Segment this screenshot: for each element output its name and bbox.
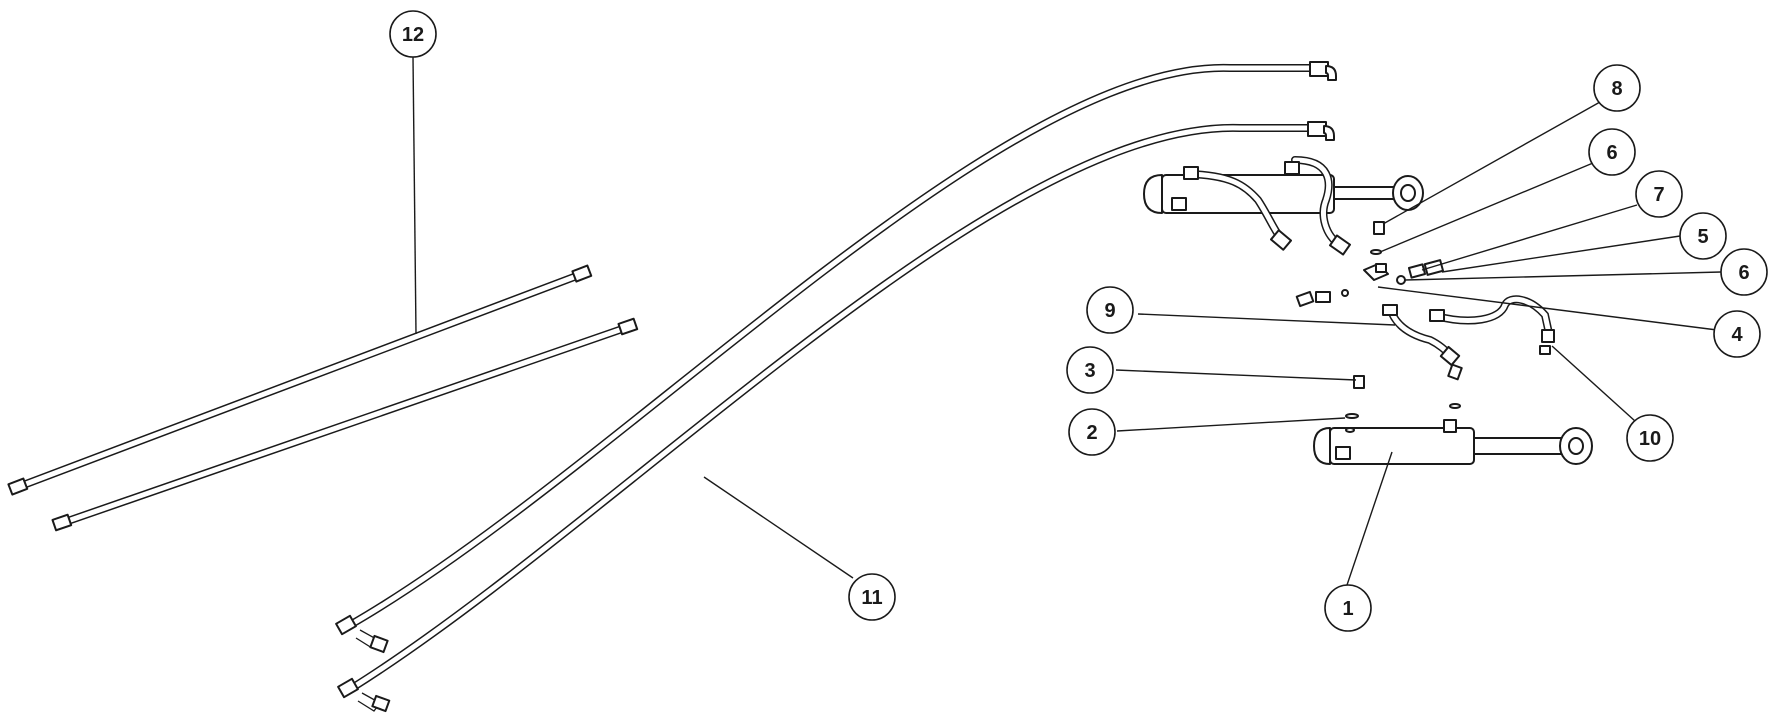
straight-hose-lower: [51, 317, 639, 532]
callout-5-label: 5: [1697, 226, 1708, 248]
callout-6-upper: 6: [1588, 128, 1636, 176]
upper-cylinder-clevis: [1171, 197, 1187, 211]
callout-1: 1: [1324, 584, 1372, 632]
lower-cylinder-barrel: [1329, 427, 1475, 465]
callout-6-lower-label: 6: [1738, 262, 1749, 284]
long-curved-hoses: [335, 61, 1337, 713]
lower-cylinder-end-cap: [1313, 427, 1331, 465]
o-ring-2b: [1345, 427, 1355, 433]
curved-hose-lower: [337, 121, 1335, 713]
callout-7-label: 7: [1653, 184, 1664, 206]
callout-5: 5: [1679, 212, 1727, 260]
callout-12-label: 12: [402, 24, 424, 46]
curved-hose-upper: [335, 61, 1337, 654]
callout-10-label: 10: [1639, 428, 1661, 450]
small-fittings: [1295, 221, 1555, 433]
fitting-3: [1353, 375, 1365, 389]
callout-11: 11: [848, 573, 896, 621]
callout-2: 2: [1068, 408, 1116, 456]
fitting-8: [1373, 221, 1385, 235]
lower-cylinder: [1313, 419, 1593, 465]
callout-8: 8: [1593, 64, 1641, 112]
callout-4: 4: [1713, 310, 1761, 358]
callout-9-label: 9: [1104, 300, 1115, 322]
callout-11-label: 11: [861, 587, 882, 609]
callout-8-label: 8: [1611, 78, 1622, 100]
upper-cylinder-end-cap: [1143, 174, 1163, 214]
callout-6-upper-label: 6: [1606, 142, 1617, 164]
callout-9: 9: [1086, 286, 1134, 334]
callout-2-label: 2: [1086, 422, 1097, 444]
straight-hose-upper: [7, 264, 593, 496]
straight-hoses: [7, 264, 639, 532]
callout-3-label: 3: [1084, 360, 1095, 382]
o-ring-6-lower: [1396, 275, 1406, 285]
leader-lines: [412, 56, 1726, 586]
fitting-5: [1423, 259, 1445, 276]
callout-6-lower: 6: [1720, 248, 1768, 296]
callout-10: 10: [1626, 414, 1674, 462]
callout-12: 12: [389, 10, 437, 58]
upper-cylinder-assembly: [1143, 156, 1424, 256]
fitting-7: [1407, 263, 1427, 279]
o-ring-6-upper: [1370, 249, 1382, 255]
o-ring-2a: [1345, 413, 1359, 419]
callout-3: 3: [1066, 346, 1114, 394]
callout-1-label: 1: [1342, 598, 1353, 620]
callout-7: 7: [1635, 170, 1683, 218]
callout-4-label: 4: [1731, 324, 1743, 346]
